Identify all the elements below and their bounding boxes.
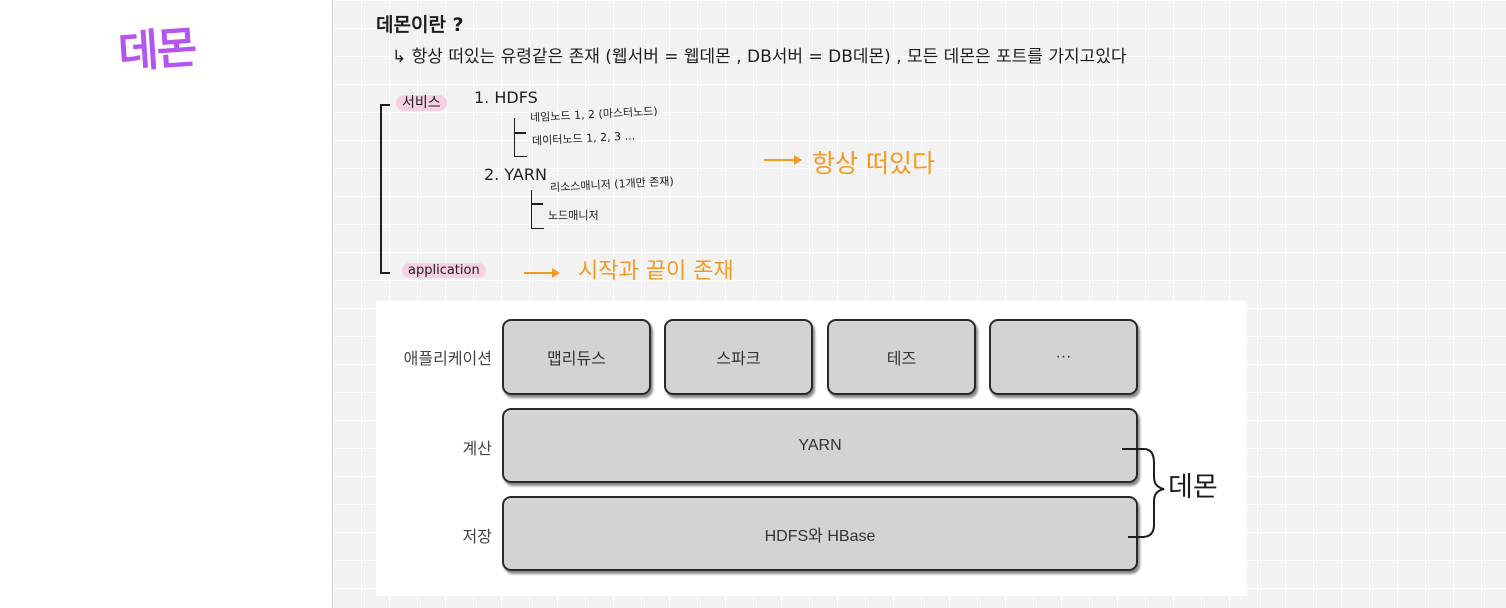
- hdfs-tree-line: [514, 118, 527, 157]
- left-pane: 데몬: [0, 0, 332, 608]
- daemon-brace-label: 데몬: [1168, 472, 1218, 503]
- pane-divider: [332, 0, 333, 608]
- bracket-bottom-tick: [380, 272, 390, 274]
- hdfs-label: 1. HDFS: [474, 88, 538, 107]
- services-label-wrap: 서비스: [396, 92, 447, 112]
- row-label-application: 애플리케이션: [403, 351, 492, 368]
- note-heading: 데몬이란 ?: [376, 14, 464, 36]
- hdfs-tree-mid: [514, 132, 526, 134]
- yarn-tree-mid: [531, 203, 543, 205]
- box-hdfs-hbase: HDFS와 HBase: [502, 496, 1138, 571]
- always-up-arrow: [764, 155, 802, 165]
- daemon-brace: [1122, 448, 1165, 538]
- yarn-tree-line: [531, 190, 544, 229]
- start-end-note: 시작과 끝이 존재: [578, 259, 734, 284]
- note-definition: ↳ 항상 떠있는 유령같은 존재 (웹서버 = 웹데몬 , DB서버 = DB데…: [392, 47, 1127, 67]
- application-arrow: [524, 268, 560, 278]
- services-label: 서비스: [396, 95, 447, 111]
- node-manager-label: 노드매니저: [548, 209, 599, 222]
- application-label: application: [402, 263, 486, 278]
- box-more: ···: [989, 319, 1138, 395]
- application-label-wrap: application: [402, 263, 486, 278]
- row-label-storage: 저장: [462, 529, 492, 546]
- box-tez: 테즈: [827, 319, 976, 395]
- section-title: 데몬: [116, 22, 197, 79]
- box-mapreduce: 맵리듀스: [502, 319, 651, 395]
- yarn-label: 2. YARN: [484, 165, 547, 184]
- row-label-compute: 계산: [462, 441, 492, 458]
- box-yarn: YARN: [502, 408, 1138, 483]
- services-bracket: [380, 104, 382, 274]
- hadoop-stack-figure: 애플리케이션 계산 저장 맵리듀스 스파크 테즈 ··· YARN HDFS와 …: [376, 301, 1247, 596]
- bracket-top-tick: [380, 104, 390, 106]
- box-spark: 스파크: [664, 319, 813, 395]
- always-up-note: 항상 떠있다: [812, 149, 935, 178]
